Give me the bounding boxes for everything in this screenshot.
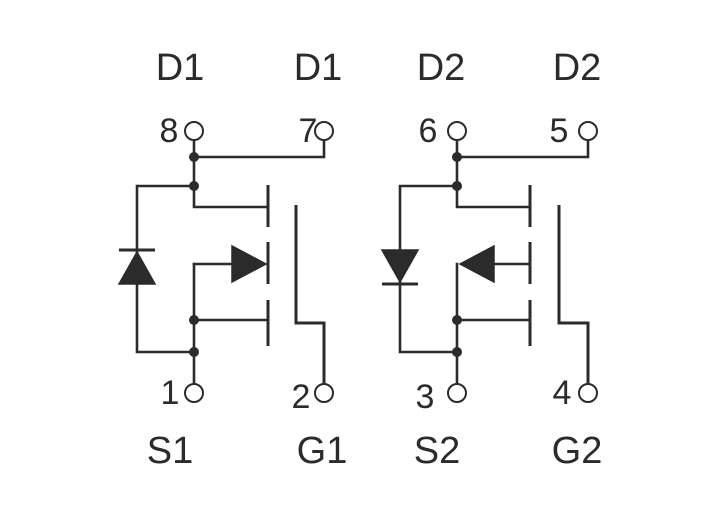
pin1-number: 1	[161, 374, 180, 412]
pin5-name: D2	[553, 47, 602, 89]
pin3-name: S2	[414, 430, 460, 472]
pin3-number: 3	[416, 378, 435, 416]
junction-dot	[189, 181, 199, 191]
pin2-name: G1	[297, 430, 348, 472]
junction-dot	[189, 315, 199, 325]
junction-dot	[452, 347, 462, 357]
pin7-terminal	[314, 121, 334, 141]
pin3-terminal	[447, 383, 467, 403]
body2-arrow-icon	[458, 244, 495, 284]
pin6-name: D2	[417, 47, 466, 89]
pin8-terminal	[184, 121, 204, 141]
junction-dot	[452, 152, 462, 162]
pin5-terminal	[578, 121, 598, 141]
pin5-number: 5	[550, 112, 569, 150]
pin8-number: 8	[160, 112, 179, 150]
mosfet-2	[380, 121, 598, 403]
drain1-bus-wire	[192, 139, 326, 159]
gate1-wire	[294, 205, 326, 383]
diode2-triangle-icon	[380, 249, 420, 284]
junction-dot	[452, 315, 462, 325]
gate2-wire	[557, 205, 590, 383]
junction-dot	[452, 181, 462, 191]
pin6-terminal	[447, 121, 467, 141]
pin2-number: 2	[292, 378, 311, 416]
pin2-terminal	[314, 383, 334, 403]
pin4-terminal	[578, 383, 598, 403]
pin1-terminal	[184, 383, 204, 403]
pin7-name: D1	[294, 47, 343, 89]
mosfet-1	[117, 121, 334, 403]
drain2-bus-wire	[455, 139, 590, 159]
pin7-number: 7	[299, 112, 318, 150]
pin1-name: S1	[147, 430, 193, 472]
body1-arrow-icon	[231, 244, 268, 284]
drain1-channel-wire	[192, 155, 270, 209]
diode2-branch-wire	[398, 184, 459, 354]
pin4-number: 4	[553, 374, 572, 412]
junction-dot	[189, 347, 199, 357]
junction-dot	[189, 152, 199, 162]
pin4-name: G2	[552, 430, 603, 472]
drain2-channel-wire	[455, 155, 532, 209]
pin6-number: 6	[419, 112, 438, 150]
diode1-triangle-icon	[117, 250, 157, 285]
pin8-name: D1	[156, 47, 205, 89]
